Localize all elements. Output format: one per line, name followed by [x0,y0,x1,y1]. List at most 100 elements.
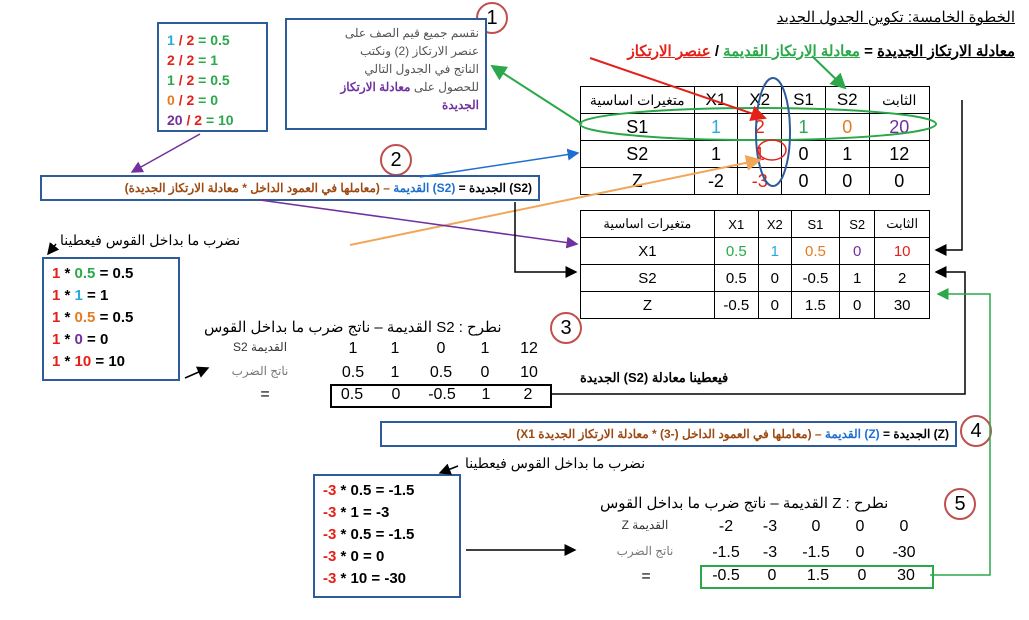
mult2-box: -3 * 0.5 = -1.5 -3 * 1 = -3 -3 * 0.5 = -… [313,474,461,598]
arrow-green-note [490,64,583,125]
mult-line: 1 * 10 = 10 [52,351,170,373]
header-cell: X2 [737,86,783,114]
division-line: 1 / 2 = 0.5 [167,70,258,90]
note-highlight: معادلة الارتكاز [340,80,411,94]
header-cell: S1 [781,86,826,114]
value: 0 [74,331,83,348]
mult-line: 1 * 0.5 = 0.5 [52,263,170,285]
prod-val: -3 [762,544,778,561]
table-cell: 0 [781,140,826,168]
formula-rest: – (معاملها في العمود الداخل (-3) * معادل… [516,427,822,441]
result-val: 1.5 [806,567,830,584]
result-val: 2 [523,386,533,403]
arrow-purple-x1 [259,199,579,249]
table-cell: -3 [737,167,783,195]
header-cell: X1 [713,210,759,238]
table-cell: 0 [868,167,931,195]
arrow-black-mult1-title [47,242,60,256]
table-cell: -0.5 [713,291,759,319]
prod-val: -30 [892,544,916,561]
table-cell: 0.5 [713,237,759,265]
formula-new: (S2) الجديدة = [458,181,532,195]
table-row: S2 1 1 0 1 12 [580,140,931,168]
result: 0.5 [112,309,134,326]
result-val: 0.5 [340,386,364,403]
table-cell: 20 [868,113,931,141]
numerator: 1 [167,72,175,88]
table-header-row: متغيرات اساسية X1 X2 S1 S2 الثابت [580,210,930,238]
row-label: S1 [580,113,695,141]
sep: / [178,32,183,48]
table-cell: 0.5 [790,237,841,265]
header-cell: X2 [757,210,792,238]
table-cell: 0 [781,167,826,195]
value: 0.5 [350,526,372,543]
label-prod: ناتج الضرب [616,544,674,558]
table-cell: 10 [874,237,930,265]
eq: = [363,548,372,565]
table-cell: 0 [824,113,870,141]
label-eq: = [641,568,651,585]
value: 0 [350,548,359,565]
eq: = [205,112,215,128]
eq: = [198,32,207,48]
factor: -3 [323,504,337,521]
eq: = [363,504,372,521]
denominator: 2 [186,92,195,108]
header-old-row: معادلة الارتكاز القديمة [723,43,860,60]
formula-old: (Z) القديمة [824,427,880,441]
eq: = [198,72,207,88]
row-label: X1 [580,237,715,265]
eq: = [87,287,96,304]
result: 1 [99,287,109,304]
value: 10 [74,353,92,370]
prod-val: 0 [855,544,865,561]
note-line: نقسم جميع قيم الصف على [344,26,479,40]
table-cell: 1 [839,264,876,292]
result: -1.5 [388,526,415,543]
arrow-purple-division [130,133,201,173]
division-line: 2 / 2 = 1 [167,50,258,70]
eq: = [87,331,96,348]
result-val: 0 [767,567,777,584]
denominator: 2 [186,72,195,88]
denominator: 2 [194,112,203,128]
table-cell: 2 [874,264,930,292]
factor: 1 [52,353,61,370]
row-label: S2 [580,264,715,292]
table-cell: 0 [839,291,876,319]
step3-result-box: 0.5 0 -0.5 1 2 [330,384,552,408]
header-cell: الثابت [874,210,930,238]
row-label: Z [580,291,715,319]
old-val: -2 [718,518,734,535]
prod-val: -1.5 [712,544,740,561]
header-cell: X1 [693,86,739,114]
step-number-5: 5 [944,488,976,520]
s2-formula-box: (S2) الجديدة = (S2) القديمة – (معاملها ف… [40,175,540,201]
result-val: 0 [857,567,867,584]
note-text: للحصول على [413,80,479,94]
op: * [64,309,71,326]
simplex-table-initial: متغيرات اساسية X1 X2 S1 S2 الثابت S1 1 2… [580,86,931,195]
mult-line: -3 * 1 = -3 [323,502,451,524]
header-cell: الثابت [868,86,931,114]
result: 0.5 [210,32,230,48]
table-cell: -0.5 [790,264,841,292]
result: 0 [99,331,109,348]
table-cell: 1 [824,140,870,168]
step-number-2: 2 [380,144,412,176]
old-val: 0 [811,518,821,535]
division-line: 20 / 2 = 10 [167,110,258,130]
note-line: عنصر الارتكاز (2) ونكتب [359,44,479,58]
numerator: 0 [167,92,175,108]
arrow-black-mult2-title [438,463,459,475]
op: * [64,331,71,348]
op: * [340,504,347,521]
op: * [340,482,347,499]
eq: = [99,265,109,282]
value: 1 [350,504,359,521]
table-cell: 0 [757,264,792,292]
mult-line: -3 * 0 = 0 [323,546,451,568]
table-cell: 1 [757,237,792,265]
result-val: 0 [391,386,401,403]
